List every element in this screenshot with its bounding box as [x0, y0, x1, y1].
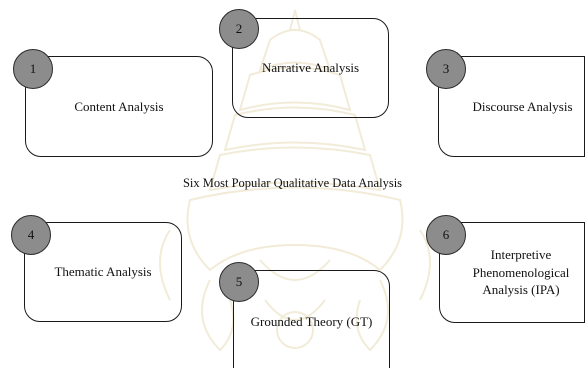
number-badge-4: 4 [11, 215, 51, 255]
number-badge-6: 6 [426, 215, 466, 255]
item-label-2: Narrative Analysis [261, 60, 360, 76]
badge-number-3: 3 [442, 61, 450, 76]
item-label-5: Grounded Theory (GT) [250, 314, 373, 329]
item-label-1: Content Analysis [74, 98, 164, 114]
badge-number-2: 2 [235, 21, 243, 36]
badge-number-1: 1 [29, 61, 37, 76]
badge-number-5: 5 [235, 274, 243, 289]
item-label-3: Discourse Analysis [472, 98, 573, 114]
diagram-title: Six Most Popular Qualitative Data Analys… [182, 176, 403, 190]
item-box-1: Content Analysis [25, 56, 213, 157]
item-box-2: Narrative Analysis [232, 18, 389, 118]
number-badge-3: 3 [426, 49, 466, 89]
number-badge-5: 5 [219, 262, 259, 302]
badge-number-4: 4 [27, 227, 35, 242]
item-box-5: Grounded Theory (GT) [233, 270, 390, 368]
item-label-6: Interpretive Phenomenological Analysis (… [472, 247, 570, 298]
number-badge-1: 1 [13, 49, 53, 89]
item-box-6: Interpretive Phenomenological Analysis (… [439, 222, 585, 323]
number-badge-2: 2 [219, 9, 259, 49]
item-label-4: Thematic Analysis [54, 264, 152, 280]
item-box-4: Thematic Analysis [24, 222, 182, 322]
badge-number-6: 6 [442, 227, 450, 242]
